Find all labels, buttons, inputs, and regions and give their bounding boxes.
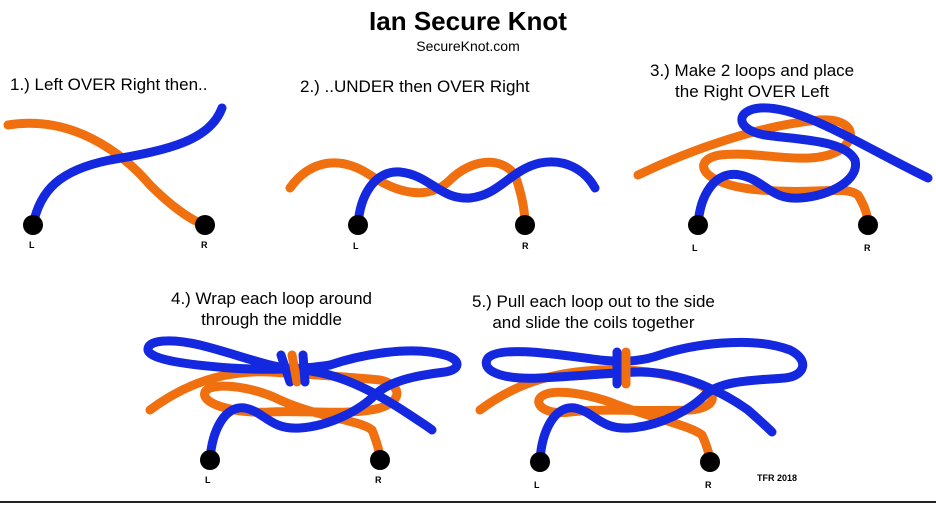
- step-4-coil-2: [287, 350, 302, 387]
- step-4-left-anchor: [200, 450, 220, 470]
- step-2-illustration: [285, 157, 600, 235]
- step-3-left-anchor: [688, 215, 708, 235]
- step-3-left-label: L: [692, 243, 698, 253]
- step-2-right-anchor: [515, 215, 535, 235]
- step-4-right-label: R: [375, 475, 382, 485]
- step-1-illustration: [3, 103, 227, 235]
- step-2-right-label: R: [522, 241, 529, 251]
- step-1-right-anchor: [195, 215, 215, 235]
- step-1-left-label: L: [29, 240, 35, 250]
- step-5-left-anchor: [530, 452, 550, 472]
- step-1-right-label: R: [201, 240, 208, 250]
- step-3-caption: 3.) Make 2 loops and place the Right OVE…: [650, 61, 855, 101]
- step-3-right-label: R: [864, 243, 871, 253]
- step-3-illustration: [633, 103, 933, 235]
- step-4-coil-3: [298, 350, 310, 387]
- step-5-left-label: L: [534, 480, 540, 490]
- step-5-illustration: [475, 337, 807, 472]
- step-4-right-anchor: [370, 450, 390, 470]
- step-5-left-lace: [481, 337, 807, 465]
- step-5-caption: 5.) Pull each loop out to the side and s…: [472, 292, 715, 332]
- step-3-right-anchor: [858, 215, 878, 235]
- step-1-caption: 1.) Left OVER Right then..: [10, 75, 208, 94]
- step-4-coil-1: [276, 350, 295, 387]
- bottom-divider: [0, 501, 936, 503]
- step-3-left-lace: [693, 103, 933, 230]
- step-2-right-lace: [285, 157, 530, 230]
- step-1-left-lace: [28, 103, 227, 230]
- step-4-caption: 4.) Wrap each loop around through the mi…: [171, 289, 372, 329]
- diagram-title: Ian Secure Knot: [369, 6, 567, 36]
- step-1-left-anchor: [23, 215, 43, 235]
- step-2-left-label: L: [353, 241, 359, 251]
- step-2-left-lace: [353, 157, 600, 230]
- step-5-right-anchor: [700, 452, 720, 472]
- step-4-illustration: [143, 336, 462, 470]
- step-4-left-label: L: [205, 475, 211, 485]
- step-1-right-lace: [3, 118, 210, 230]
- credit-text: TFR 2018: [757, 473, 798, 483]
- step-5-right-label: R: [705, 480, 712, 490]
- step-2-caption: 2.) ..UNDER then OVER Right: [300, 77, 530, 96]
- diagram-subtitle: SecureKnot.com: [416, 38, 520, 54]
- step-3-right-lace: [633, 115, 873, 230]
- step-2-left-anchor: [348, 215, 368, 235]
